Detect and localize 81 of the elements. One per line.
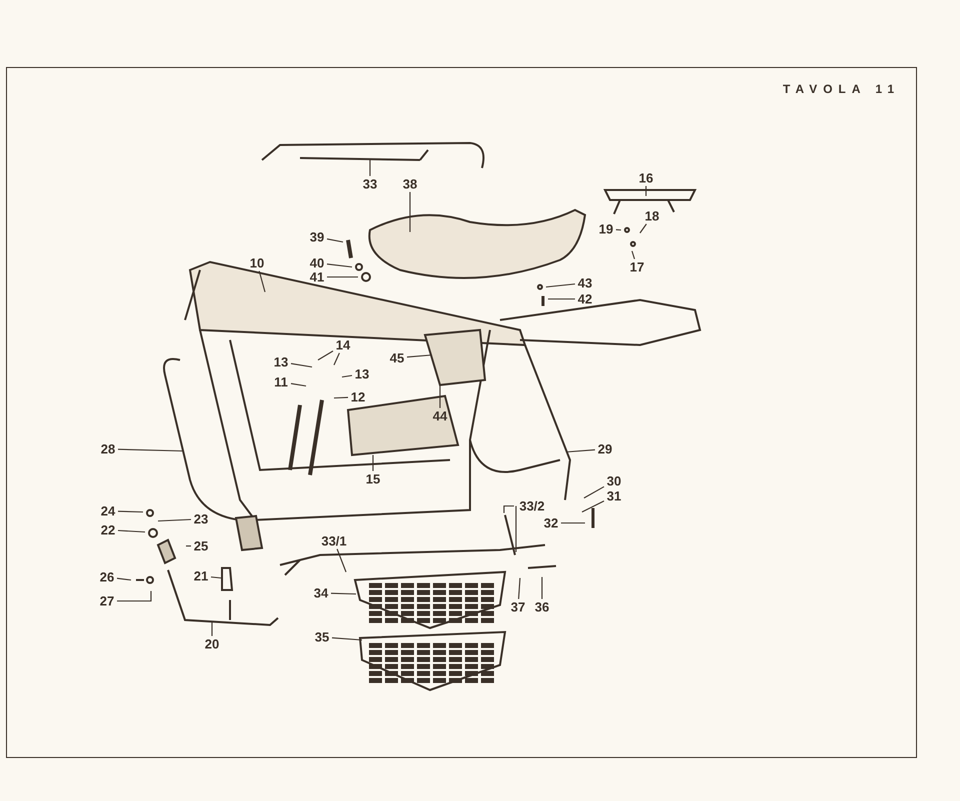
leader-line: [631, 250, 636, 260]
callout-number: 11: [274, 374, 288, 390]
leader-line: [117, 591, 152, 602]
leader-line: [406, 354, 432, 358]
callout-number: 27: [100, 594, 114, 608]
callout-number: 21: [194, 568, 208, 584]
leader-line: [645, 186, 647, 196]
callout-number: 22: [100, 522, 116, 538]
leader-line: [158, 518, 192, 522]
callout-number: 36: [534, 600, 550, 614]
plate-title: TAVOLA 11: [782, 82, 900, 96]
callout-number: 38: [402, 176, 418, 192]
leader-line: [439, 386, 441, 408]
leader-line: [118, 530, 146, 533]
callout-number: 28: [100, 442, 116, 456]
leader-line: [210, 576, 222, 579]
leader-line: [369, 160, 371, 176]
callout-number: 25: [194, 538, 208, 554]
callout-number: 44: [432, 408, 448, 424]
callout-number: 31: [606, 488, 622, 504]
leader-line: [326, 264, 352, 268]
callout-number: 33: [362, 176, 378, 192]
callout-number: 17: [630, 260, 644, 274]
leader-line: [541, 577, 543, 599]
callout-number: 40: [310, 256, 324, 270]
callout-number: 24: [100, 504, 116, 518]
leader-line: [616, 229, 622, 231]
leader-line: [640, 224, 647, 234]
callout-number: 20: [204, 636, 220, 652]
callout-number: 13: [354, 366, 370, 382]
callout-number: 10: [250, 256, 264, 270]
callout-number: 19: [598, 222, 614, 236]
callout-number: 12: [350, 390, 366, 404]
leader-line: [318, 350, 334, 360]
leader-line: [584, 486, 604, 498]
callout-number: 15: [366, 472, 380, 486]
leader-line: [290, 363, 312, 368]
callout-number: 26: [100, 570, 114, 584]
leader-line: [290, 383, 306, 387]
leader-line: [548, 298, 575, 300]
leader-line: [330, 592, 356, 595]
leader-line: [566, 449, 596, 453]
callout-number: 18: [644, 208, 660, 224]
leader-line: [334, 352, 340, 366]
leader-line: [336, 548, 347, 572]
callout-number: 39: [310, 230, 324, 244]
callout-number: 42: [578, 292, 592, 306]
leader-line: [334, 396, 348, 399]
leader-line: [118, 510, 144, 513]
callout-number: 45: [390, 350, 404, 366]
callout-number: 43: [578, 276, 592, 290]
leader-line: [582, 500, 604, 512]
callout-number: 33/2: [519, 498, 545, 514]
callout-number: 34: [314, 586, 328, 600]
callout-number: 35: [314, 630, 330, 644]
leader-line: [561, 522, 585, 524]
callout-number: 37: [510, 600, 526, 614]
leader-line: [116, 578, 132, 581]
callout-number: 23: [194, 512, 208, 526]
leader-line: [342, 374, 352, 378]
leader-line: [409, 192, 411, 232]
leader-line: [327, 276, 358, 278]
leader-line: [515, 505, 517, 552]
callout-number: 32: [544, 516, 558, 530]
leader-line: [518, 578, 521, 600]
callout-number: 41: [310, 270, 324, 284]
callout-number: 13: [274, 354, 288, 370]
leader-line: [503, 505, 514, 513]
callout-number: 16: [638, 170, 654, 186]
callout-number: 33/1: [321, 534, 347, 548]
leader-line: [326, 238, 344, 243]
leader-line: [186, 545, 191, 547]
callout-number: 29: [598, 442, 612, 456]
leader-line: [332, 637, 362, 641]
leader-line: [258, 270, 266, 292]
leader-line: [118, 448, 184, 452]
callout-number: 14: [336, 338, 350, 352]
leader-line: [546, 283, 576, 288]
callout-number: 30: [606, 474, 622, 488]
leader-line: [211, 622, 213, 636]
leader-line: [372, 455, 374, 471]
